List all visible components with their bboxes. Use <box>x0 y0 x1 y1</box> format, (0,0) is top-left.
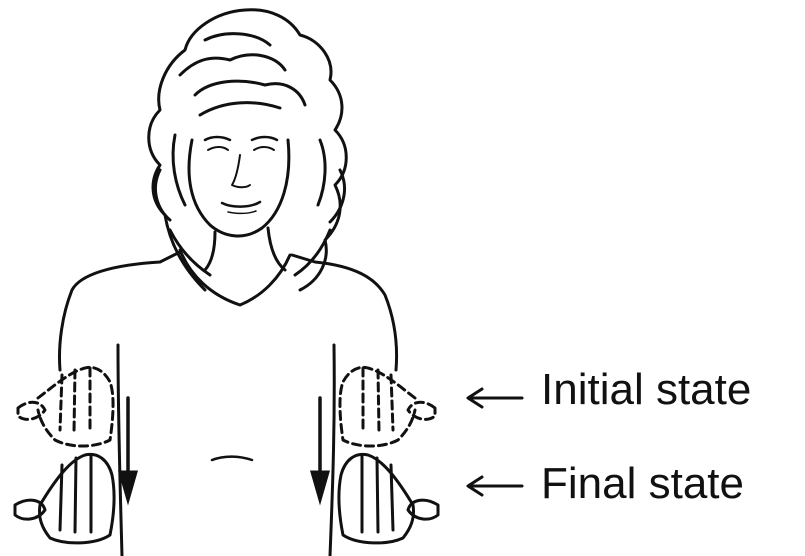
hair <box>149 10 347 290</box>
left-down-arrow <box>120 398 136 500</box>
torso <box>60 228 397 556</box>
left-hand-final <box>15 454 114 543</box>
initial-state-label: Initial state <box>541 368 751 412</box>
right-hand-final <box>339 454 438 543</box>
left-hand-initial <box>18 367 113 446</box>
initial-pointer-arrow <box>468 389 522 407</box>
final-state-label: Final state <box>541 462 744 506</box>
face <box>189 137 289 236</box>
final-pointer-arrow <box>468 477 522 495</box>
right-down-arrow <box>312 398 328 500</box>
right-hand-initial <box>340 367 435 446</box>
